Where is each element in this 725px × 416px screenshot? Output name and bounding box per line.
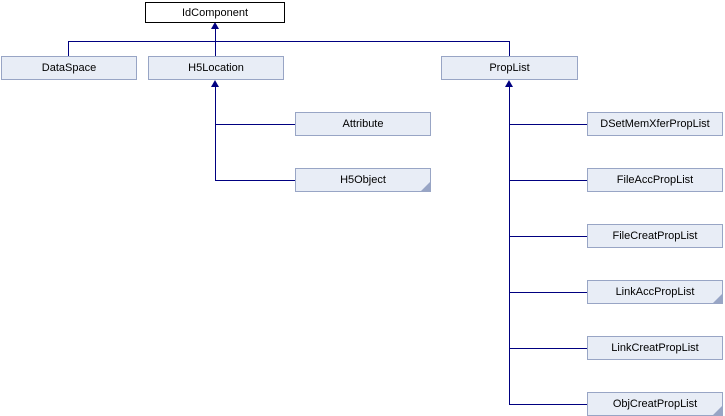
class-node-label: H5Object (340, 174, 386, 186)
class-node-idcomponent[interactable]: IdComponent (145, 2, 285, 23)
edge-branch-filecreatproplist (509, 236, 587, 237)
class-node-dataspace[interactable]: DataSpace (1, 56, 137, 80)
inheritance-arrow-icon (211, 80, 219, 87)
hidden-subclasses-fold-icon (421, 182, 430, 191)
edge-branch-dsetmemxferproplist (509, 124, 587, 125)
class-node-linkcreatproplist[interactable]: LinkCreatPropList (587, 336, 723, 360)
edge-proplist-riser (509, 41, 510, 56)
edge-h5location-vertical (215, 85, 216, 181)
class-node-linkaccproplist[interactable]: LinkAccPropList (587, 280, 723, 304)
edge-dataspace-riser (68, 41, 69, 56)
edge-proplist-vertical (509, 85, 510, 405)
hidden-subclasses-fold-icon (713, 406, 722, 415)
inheritance-arrow-icon (211, 22, 219, 29)
edge-branch-fileaccproplist (509, 180, 587, 181)
edge-branch-objcreatproplist (509, 404, 587, 405)
class-node-h5object[interactable]: H5Object (295, 168, 431, 192)
edge-branch-linkaccproplist (509, 292, 587, 293)
class-node-objcreatproplist[interactable]: ObjCreatPropList (587, 392, 723, 416)
hidden-subclasses-fold-icon (713, 294, 722, 303)
class-node-h5location[interactable]: H5Location (148, 56, 284, 80)
class-node-label: LinkAccPropList (615, 286, 695, 298)
class-node-filecreatproplist[interactable]: FileCreatPropList (587, 224, 723, 248)
edge-branch-h5object (215, 180, 295, 181)
class-node-attribute[interactable]: Attribute (295, 112, 431, 136)
edge-branch-linkcreatproplist (509, 348, 587, 349)
class-node-proplist[interactable]: PropList (441, 56, 578, 80)
edge-branch-attribute (215, 124, 295, 125)
class-node-dsetmemxferproplist[interactable]: DSetMemXferPropList (587, 112, 723, 136)
inheritance-arrow-icon (505, 80, 513, 87)
edge-top-horizontal (68, 41, 510, 42)
class-node-fileaccproplist[interactable]: FileAccPropList (587, 168, 723, 192)
class-node-label: ObjCreatPropList (612, 398, 698, 410)
